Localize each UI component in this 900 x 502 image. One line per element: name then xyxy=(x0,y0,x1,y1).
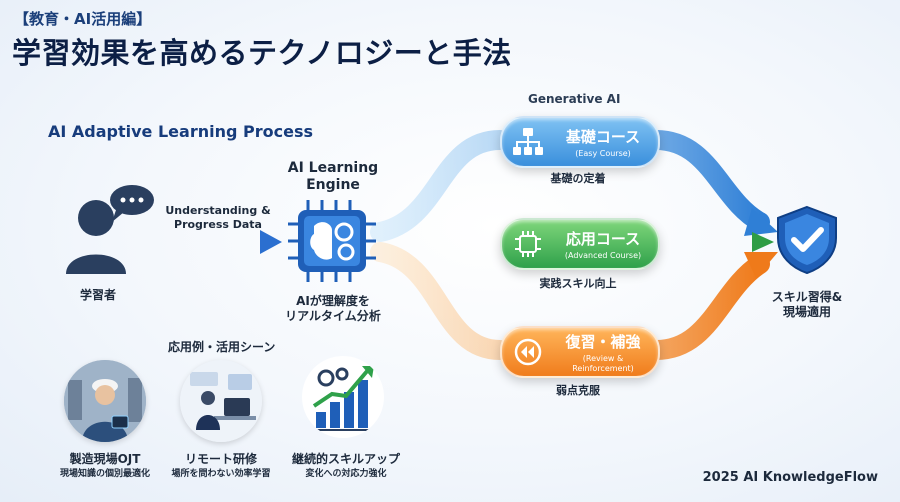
chip-icon xyxy=(508,224,548,264)
course-title: 応用コース xyxy=(565,229,641,248)
worker-icon xyxy=(64,360,146,442)
example-subtitle: 変化への対応力強化 xyxy=(305,469,387,479)
engine-title-1: AI Learning xyxy=(287,160,379,176)
ai-chip-icon xyxy=(288,200,376,282)
category-tag: 【教育・AI活用編】 xyxy=(14,10,152,28)
easy-course-pill: 基礎コース (Easy Course) xyxy=(500,116,660,168)
example-title: 製造現場OJT xyxy=(69,452,141,466)
hierarchy-icon xyxy=(508,122,548,162)
data-flow-label-1: Understanding & xyxy=(165,204,271,217)
remote-worker-icon xyxy=(180,360,262,442)
example-image-factory xyxy=(64,360,146,442)
orange-flow-arrow xyxy=(370,242,770,360)
page-title: 学習効果を高めるテクノロジーと手法 xyxy=(12,36,512,70)
course-title: 基礎コース xyxy=(565,127,641,146)
data-flow-label-2: Progress Data xyxy=(174,218,262,231)
growth-chart-icon xyxy=(310,366,376,431)
engine-title-2: Engine xyxy=(306,177,360,193)
example-title: 継続的スキルアップ xyxy=(291,452,400,466)
course-subtitle: (Advanced Course) xyxy=(564,250,642,260)
learner-icon xyxy=(66,185,154,274)
course-title: 復習・補強 xyxy=(565,332,641,351)
course-subtitle-1: (Review & xyxy=(582,353,624,363)
example-title: リモート研修 xyxy=(184,452,257,466)
outcome-label-2: 現場適用 xyxy=(782,305,831,319)
example-image-growth xyxy=(302,356,384,438)
course-subtitle-2: Reinforcement) xyxy=(572,363,634,373)
process-title: AI Adaptive Learning Process xyxy=(48,122,313,141)
easy-course-caption: 基礎の定着 xyxy=(550,172,606,185)
outcome-label-1: スキル習得& xyxy=(771,290,843,304)
engine-caption-2: リアルタイム分析 xyxy=(285,309,381,323)
examples-title: 応用例・活用シーン xyxy=(168,340,276,354)
generative-ai-label: Generative AI xyxy=(528,92,621,106)
shield-check-icon xyxy=(777,205,837,275)
rewind-icon xyxy=(508,332,548,372)
learner-label: 学習者 xyxy=(79,288,116,302)
example-image-remote xyxy=(180,360,262,442)
example-subtitle: 現場知識の個別最適化 xyxy=(59,469,150,479)
advanced-course-pill: 応用コース (Advanced Course) xyxy=(500,218,660,270)
blue-flow-arrow xyxy=(370,130,770,242)
advanced-course-caption: 実践スキル向上 xyxy=(539,277,617,290)
engine-caption-1: AIが理解度を xyxy=(296,294,370,308)
course-subtitle: (Easy Course) xyxy=(575,148,631,158)
footer-brand: 2025 AI KnowledgeFlow xyxy=(702,470,878,485)
review-course-pill: 復習・補強 (Review & Reinforcement) xyxy=(500,326,660,378)
example-subtitle: 場所を問わない効率学習 xyxy=(171,469,271,479)
review-course-caption: 弱点克服 xyxy=(556,384,600,397)
